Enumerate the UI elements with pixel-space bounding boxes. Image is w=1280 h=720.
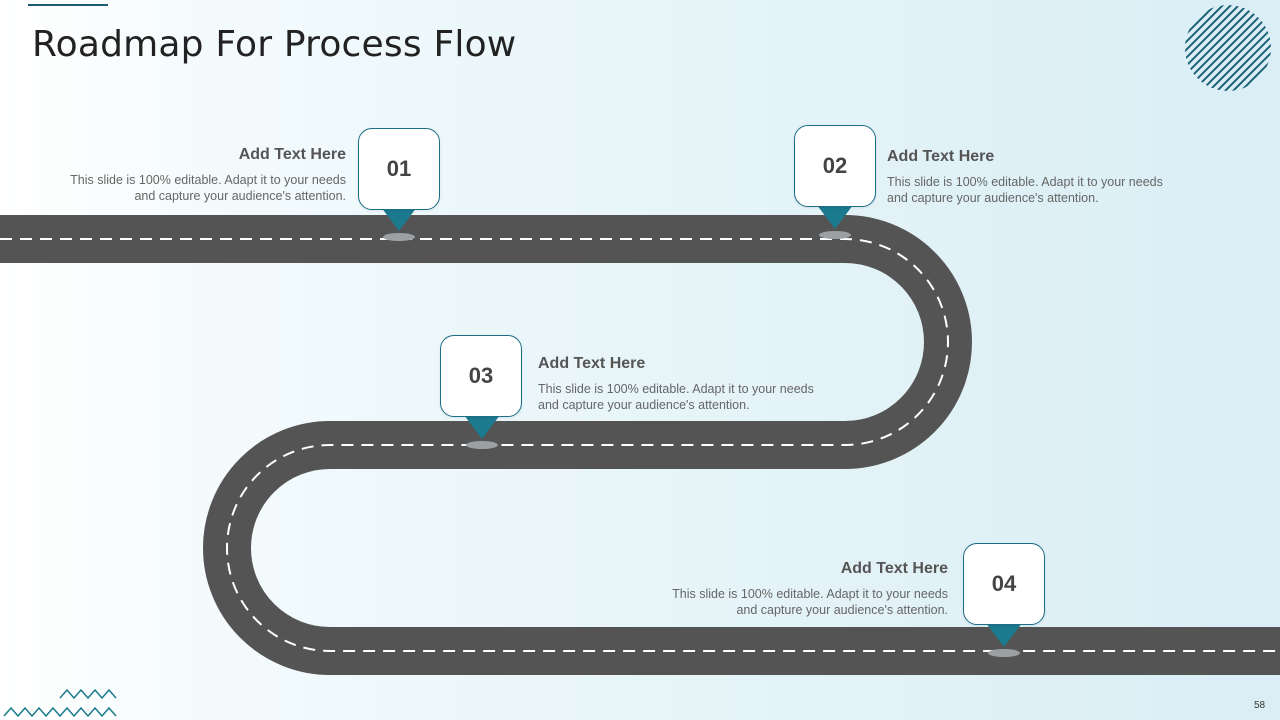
milestone-pin-02: 02 (794, 125, 876, 207)
milestone-description: This slide is 100% editable. Adapt it to… (672, 587, 948, 617)
milestone-text-01: Add Text Here This slide is 100% editabl… (46, 146, 346, 204)
pin-marker-02 (817, 205, 853, 239)
slide-title: Roadmap For Process Flow (32, 24, 517, 65)
milestone-heading: Add Text Here (887, 148, 995, 165)
milestone-number: 03 (468, 363, 494, 388)
milestone-heading: Add Text Here (840, 560, 948, 577)
top-accent-line (28, 4, 108, 6)
milestone-description: This slide is 100% editable. Adapt it to… (538, 382, 814, 412)
pin-marker-04 (986, 623, 1022, 657)
milestone-number: 02 (822, 153, 848, 178)
milestone-text-04: Add Text Here This slide is 100% editabl… (648, 560, 948, 618)
milestone-pin-03: 03 (440, 335, 522, 417)
milestone-pin-01: 01 (358, 128, 440, 210)
milestone-text-03: Add Text Here This slide is 100% editabl… (538, 355, 838, 413)
milestone-number: 01 (386, 156, 412, 181)
pin-marker-01 (381, 207, 417, 241)
page-number: 58 (1254, 700, 1266, 711)
milestone-pin-04: 04 (963, 543, 1045, 625)
hatched-circle-decoration (1185, 5, 1271, 91)
pin-marker-03 (464, 415, 500, 449)
milestone-description: This slide is 100% editable. Adapt it to… (887, 175, 1163, 205)
milestone-heading: Add Text Here (538, 355, 646, 372)
milestone-heading: Add Text Here (238, 146, 346, 163)
zigzag-decoration (3, 688, 117, 718)
milestone-number: 04 (991, 571, 1017, 596)
milestone-description: This slide is 100% editable. Adapt it to… (70, 173, 346, 203)
milestone-text-02: Add Text Here This slide is 100% editabl… (887, 148, 1187, 206)
